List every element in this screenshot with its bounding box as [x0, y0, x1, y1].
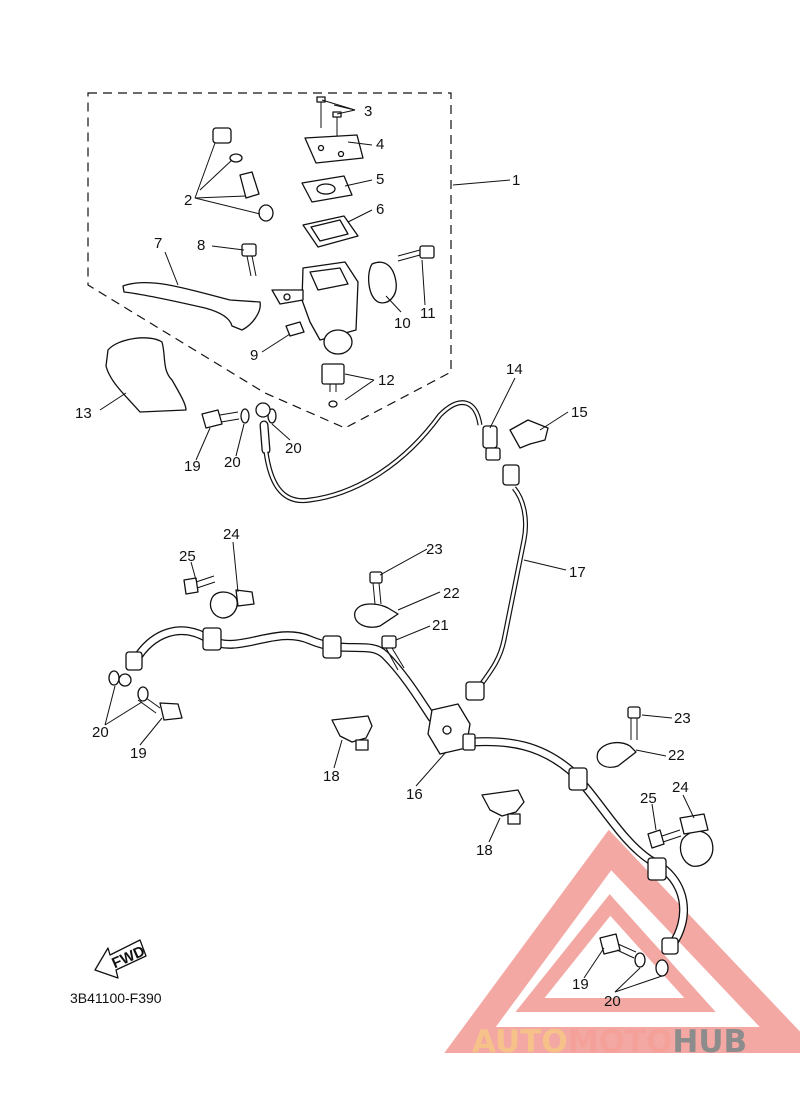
label-13: 13 — [75, 405, 92, 422]
label-24-left: 24 — [223, 526, 240, 543]
hose-joint-14 — [482, 425, 520, 486]
label-8: 8 — [197, 237, 205, 254]
label-19-right: 19 — [572, 976, 589, 993]
label-20-top-a: 20 — [224, 454, 241, 471]
brake-pipe-17 — [465, 486, 529, 701]
banjo-fitting — [255, 402, 271, 418]
three-way-joint-16 — [427, 703, 476, 755]
label-9: 9 — [250, 347, 258, 364]
brake-lever-7 — [122, 281, 261, 331]
brake-hose-upper — [259, 400, 483, 504]
label-17: 17 — [569, 564, 586, 581]
clamp-22-b — [596, 741, 637, 768]
label-19-top: 19 — [184, 458, 201, 475]
label-5: 5 — [376, 171, 384, 188]
master-cylinder-body — [271, 261, 359, 355]
screw-3 — [316, 96, 342, 142]
clamp-24-b — [679, 813, 714, 867]
label-20-top-b: 20 — [285, 440, 302, 457]
clamp-22-a — [354, 603, 399, 628]
label-22-left: 22 — [443, 585, 460, 602]
leader-lines — [99, 99, 695, 993]
label-20-left: 20 — [92, 724, 109, 741]
piston-kit-2 — [212, 127, 274, 222]
clamp-18-b — [481, 789, 525, 825]
label-18-left: 18 — [323, 768, 340, 785]
clamp-24-a — [209, 589, 255, 619]
label-15: 15 — [571, 404, 588, 421]
copper-washer-20-left-b — [137, 686, 149, 702]
holder-10 — [367, 261, 397, 304]
watermark-auto: AUTO — [472, 1024, 568, 1060]
label-6: 6 — [376, 201, 384, 218]
nut-9 — [285, 321, 305, 337]
copper-washer-20-right-b — [655, 959, 669, 977]
label-18-right: 18 — [476, 842, 493, 859]
label-11: 11 — [420, 305, 436, 322]
copper-washer-20 — [240, 408, 250, 424]
label-23-right: 23 — [674, 710, 691, 727]
switch-12 — [321, 363, 345, 408]
union-bolt-19 — [201, 409, 240, 429]
label-14: 14 — [506, 361, 523, 378]
clamp-18-a — [331, 715, 373, 751]
label-21: 21 — [432, 617, 449, 634]
clip-15 — [509, 419, 549, 449]
copper-washer-20-right-a — [634, 952, 646, 968]
bolt-23-b — [627, 706, 641, 740]
reservoir-cap-4 — [304, 134, 364, 164]
label-22-right: 22 — [668, 747, 685, 764]
label-23-left: 23 — [426, 541, 443, 558]
union-bolt-19-left — [137, 694, 183, 721]
fwd-label: FWD — [109, 943, 147, 972]
label-7: 7 — [154, 235, 162, 252]
label-20-right: 20 — [604, 993, 621, 1010]
watermark-logo — [444, 829, 800, 1053]
watermark-text: AUTOMOTOHUB — [472, 1024, 747, 1060]
union-bolt-19-right — [599, 933, 637, 959]
label-1: 1 — [512, 172, 520, 189]
watermark-inner-triangle — [515, 894, 716, 1012]
label-19-left: 19 — [130, 745, 147, 762]
copper-washer-20-left-a — [108, 670, 120, 686]
label-10: 10 — [394, 315, 411, 332]
label-16: 16 — [406, 786, 423, 803]
label-25-left: 25 — [179, 548, 196, 565]
lever-cover-13 — [105, 337, 187, 413]
label-25-right: 25 — [640, 790, 657, 807]
assembly-boundary — [87, 92, 452, 429]
bolt-25-b — [647, 829, 682, 849]
watermark-moto: MOTO — [568, 1024, 673, 1060]
label-3: 3 — [364, 103, 372, 120]
label-12: 12 — [378, 372, 395, 389]
diagram-code: 3B41100-F390 — [70, 990, 162, 1006]
part-labels: 3 4 5 6 1 2 7 8 9 10 11 12 13 14 15 19 2… — [75, 103, 691, 1010]
label-2: 2 — [184, 192, 192, 209]
bolt-11 — [397, 245, 435, 262]
bolt-21 — [381, 635, 405, 671]
watermark-hub: HUB — [672, 1024, 747, 1060]
label-4: 4 — [376, 136, 384, 153]
watermark-triangle — [444, 829, 800, 1053]
pivot-bolt-8 — [241, 243, 257, 277]
brake-hose-right — [467, 737, 688, 955]
label-24-right: 24 — [672, 779, 689, 796]
bolt-23-a — [369, 571, 383, 605]
fwd-arrow: FWD — [94, 939, 148, 979]
bolt-25-a — [183, 575, 216, 595]
